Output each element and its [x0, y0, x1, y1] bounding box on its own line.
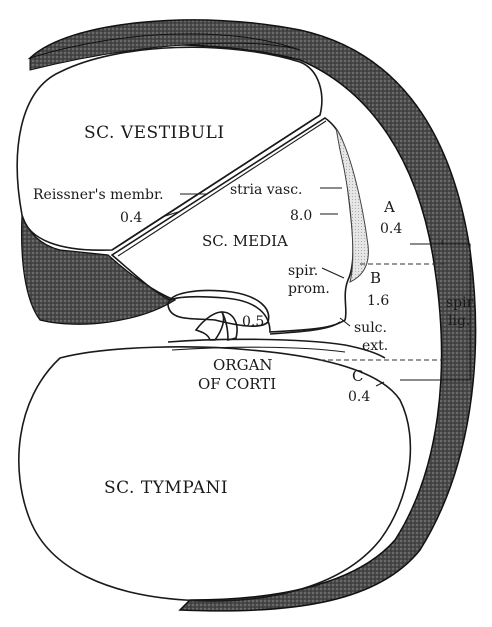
- spir-prom-leader: [322, 268, 344, 278]
- spir-lig-label-2: lig.: [448, 313, 470, 329]
- organ-of-corti-label-1: ORGAN: [213, 356, 273, 374]
- sc-media-label: SC. MEDIA: [202, 232, 288, 250]
- spir-prom-label-2: prom.: [288, 281, 330, 297]
- region-c-value-label: 0.4: [348, 389, 370, 405]
- region-b-label: B: [370, 269, 381, 287]
- region-c-label: C: [352, 367, 363, 385]
- tunnel-of-corti: [196, 312, 224, 340]
- reissners-value-label: 0.4: [120, 210, 142, 226]
- spir-prom-label-1: spir.: [288, 263, 318, 279]
- reissners-membr-label: Reissner's membr.: [33, 187, 164, 203]
- tunnel-of-corti-right: [222, 312, 237, 340]
- sulc-ext-label-1: sulc.: [354, 320, 387, 336]
- sulcus-line: [270, 322, 340, 334]
- stria-value-label: 8.0: [290, 208, 312, 224]
- spir-lig-label-1: spir.: [446, 295, 476, 311]
- sc-tympani-label: SC. TYMPANI: [104, 478, 228, 498]
- tunnel-value-label: 0.5: [242, 314, 264, 330]
- region-a-value-label: 0.4: [380, 221, 402, 237]
- stria-vasc-label: stria vasc.: [230, 182, 303, 198]
- region-b-value-label: 1.6: [367, 293, 389, 309]
- sc-vestibuli-label: SC. VESTIBULI: [84, 123, 225, 143]
- organ-of-corti-label-2: OF CORTI: [198, 375, 276, 393]
- modiolus-bone: [22, 215, 175, 324]
- region-a-label: A: [383, 198, 395, 216]
- sulc-ext-label-2: ext.: [362, 338, 388, 354]
